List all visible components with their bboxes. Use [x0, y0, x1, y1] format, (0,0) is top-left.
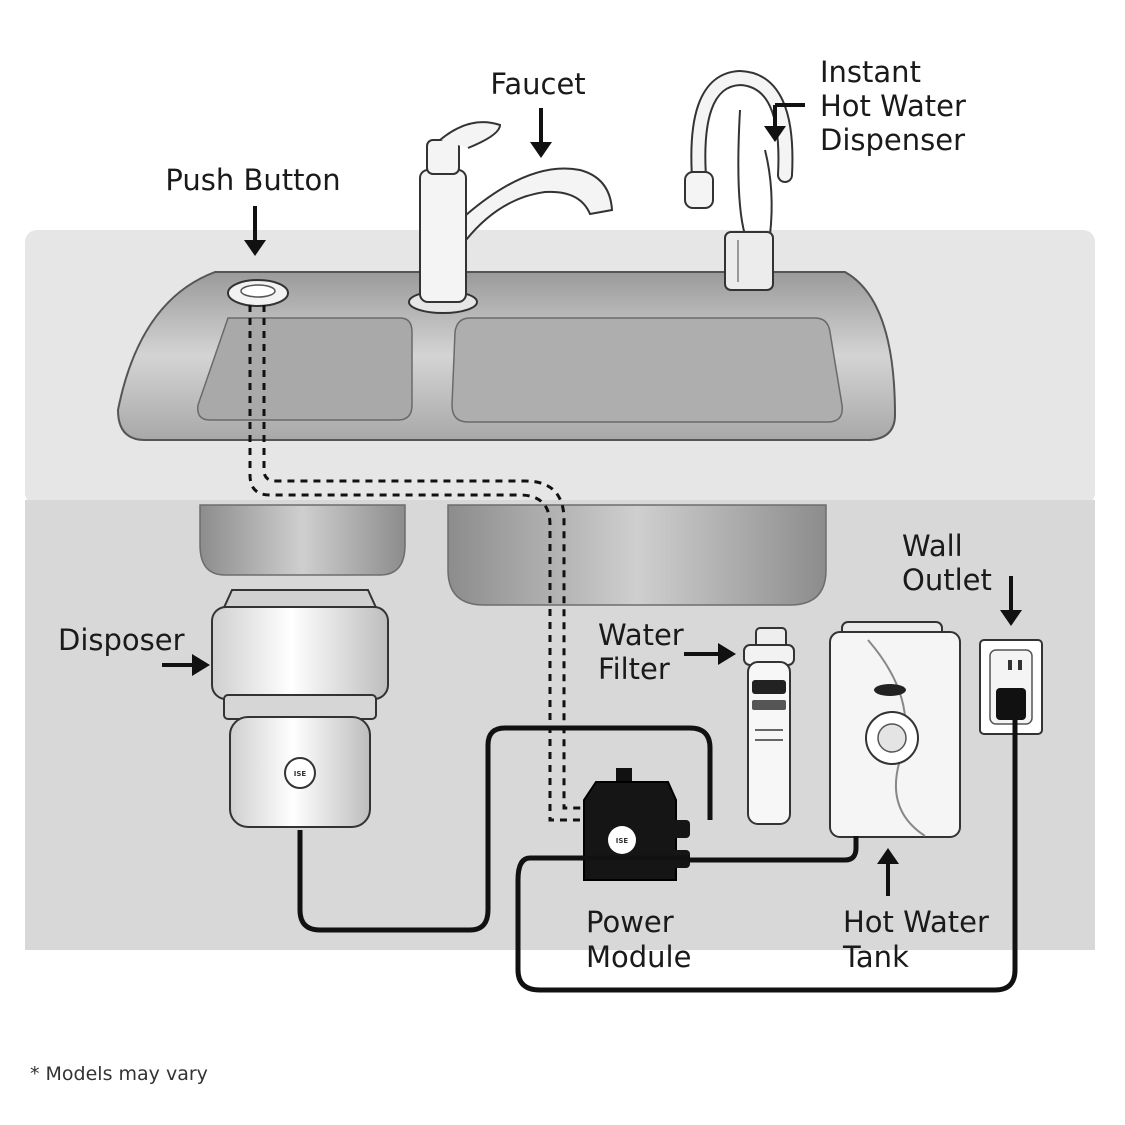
arrow-up-icon — [877, 848, 899, 896]
instant-label-line1: Instant — [820, 55, 921, 89]
arrow-down-icon — [1000, 576, 1022, 626]
arrows — [162, 103, 1022, 896]
footnote: * Models may vary — [30, 1063, 208, 1085]
power-module-label-line2: Module — [586, 940, 691, 974]
wall-outlet-label-line2: Outlet — [902, 563, 992, 597]
hot-water-tank-label-line1: Hot Water — [843, 905, 989, 939]
faucet-label: Faucet — [490, 67, 585, 101]
arrow-down-icon — [764, 103, 805, 142]
arrow-down-icon — [530, 108, 552, 158]
faucet-icon — [408, 121, 614, 314]
arrow-right-icon — [162, 654, 210, 676]
sink — [116, 271, 897, 441]
air-tube — [248, 305, 590, 822]
push-button-label: Push Button — [165, 163, 340, 197]
power-cords — [297, 700, 1018, 993]
svg-text:ISE: ISE — [616, 837, 629, 845]
labels: Faucet Instant Hot Water Dispenser Push … — [30, 55, 992, 1085]
instant-label-line2: Hot Water — [820, 89, 966, 123]
instant-label-line3: Dispenser — [820, 123, 965, 157]
hot-water-tank-icon — [829, 621, 961, 838]
disposer-label: Disposer — [58, 623, 185, 657]
wall-outlet-label-line1: Wall — [902, 529, 963, 563]
wall-outlet-icon — [979, 639, 1043, 735]
disposer-icon: ISE — [211, 589, 389, 828]
under-sink-bowls — [199, 504, 827, 606]
svg-text:ISE: ISE — [294, 770, 307, 778]
water-filter-label-line1: Water — [598, 618, 684, 652]
arrow-right-icon — [684, 643, 736, 665]
water-filter-icon — [743, 627, 795, 825]
arrow-down-icon — [244, 206, 266, 256]
push-button-icon — [227, 279, 289, 307]
hot-water-dispenser-icon — [684, 69, 794, 291]
hot-water-tank-label-line2: Tank — [842, 940, 909, 974]
power-module-label-line1: Power — [586, 905, 674, 939]
water-filter-label-line2: Filter — [598, 652, 670, 686]
